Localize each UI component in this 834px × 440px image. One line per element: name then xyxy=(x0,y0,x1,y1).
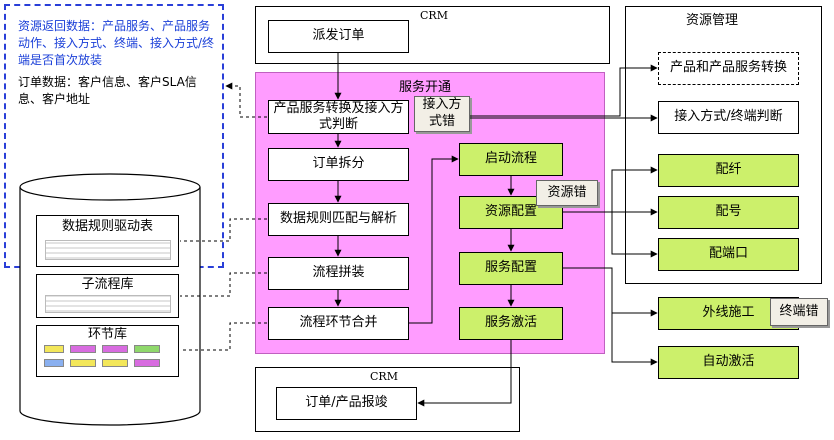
convert-judge-box[interactable]: 产品服务转换及接入方式判断 xyxy=(268,100,409,134)
flow-merge-box[interactable]: 流程环节合并 xyxy=(268,307,409,340)
links-chips xyxy=(44,345,174,373)
resource-config-box[interactable]: 资源配置 xyxy=(459,196,563,229)
fiber-box[interactable]: 配纤 xyxy=(658,154,799,187)
service-provisioning-title: 服务开通 xyxy=(399,80,452,95)
number-box[interactable]: 配号 xyxy=(658,196,799,229)
flow-assemble-box[interactable]: 流程拼装 xyxy=(268,257,409,290)
port-box[interactable]: 配端口 xyxy=(658,238,799,271)
subflow-lib-lines xyxy=(45,295,171,313)
rules-table-lines xyxy=(45,240,171,260)
access-judge-box[interactable]: 接入方式/终端判断 xyxy=(658,101,799,134)
subflow-lib-label: 子流程库 xyxy=(81,277,134,292)
product-convert-box[interactable]: 产品和产品服务转换 xyxy=(658,52,799,85)
rule-match-box[interactable]: 数据规则匹配与解析 xyxy=(268,203,409,236)
order-split-box[interactable]: 订单拆分 xyxy=(268,148,409,181)
auto-activate-box[interactable]: 自动激活 xyxy=(658,346,799,379)
links-lib-label: 环节库 xyxy=(87,327,127,342)
rules-table-box: 数据规则驱动表 xyxy=(36,215,179,267)
crm-top-title: CRM xyxy=(420,9,448,22)
start-flow-box[interactable]: 启动流程 xyxy=(459,143,563,176)
terminal-error-tag: 终端错 xyxy=(770,298,828,326)
access-error-tag: 接入方式错 xyxy=(414,96,470,132)
crm-bottom-title: CRM xyxy=(370,370,398,383)
service-activate-box[interactable]: 服务激活 xyxy=(459,307,563,340)
resource-error-tag: 资源错 xyxy=(536,180,598,206)
dispatch-order-box[interactable]: 派发订单 xyxy=(268,20,409,53)
subflow-lib-box: 子流程库 xyxy=(36,274,179,318)
resource-mgmt-title: 资源管理 xyxy=(686,13,739,28)
rules-table-label: 数据规则驱动表 xyxy=(61,219,153,234)
resource-return-note: 资源返回数据：产品服务、产品服务动作、接入方式、终端、接入方式/终端是否首次放装 xyxy=(18,19,215,67)
note-text: 资源返回数据：产品服务、产品服务动作、接入方式、终端、接入方式/终端是否首次放装… xyxy=(18,18,218,108)
service-config-box[interactable]: 服务配置 xyxy=(459,252,563,285)
order-report-box[interactable]: 订单/产品报竣 xyxy=(276,387,417,420)
order-data-note: 订单数据：客户信息、客户SLA信息、客户地址 xyxy=(18,75,197,107)
